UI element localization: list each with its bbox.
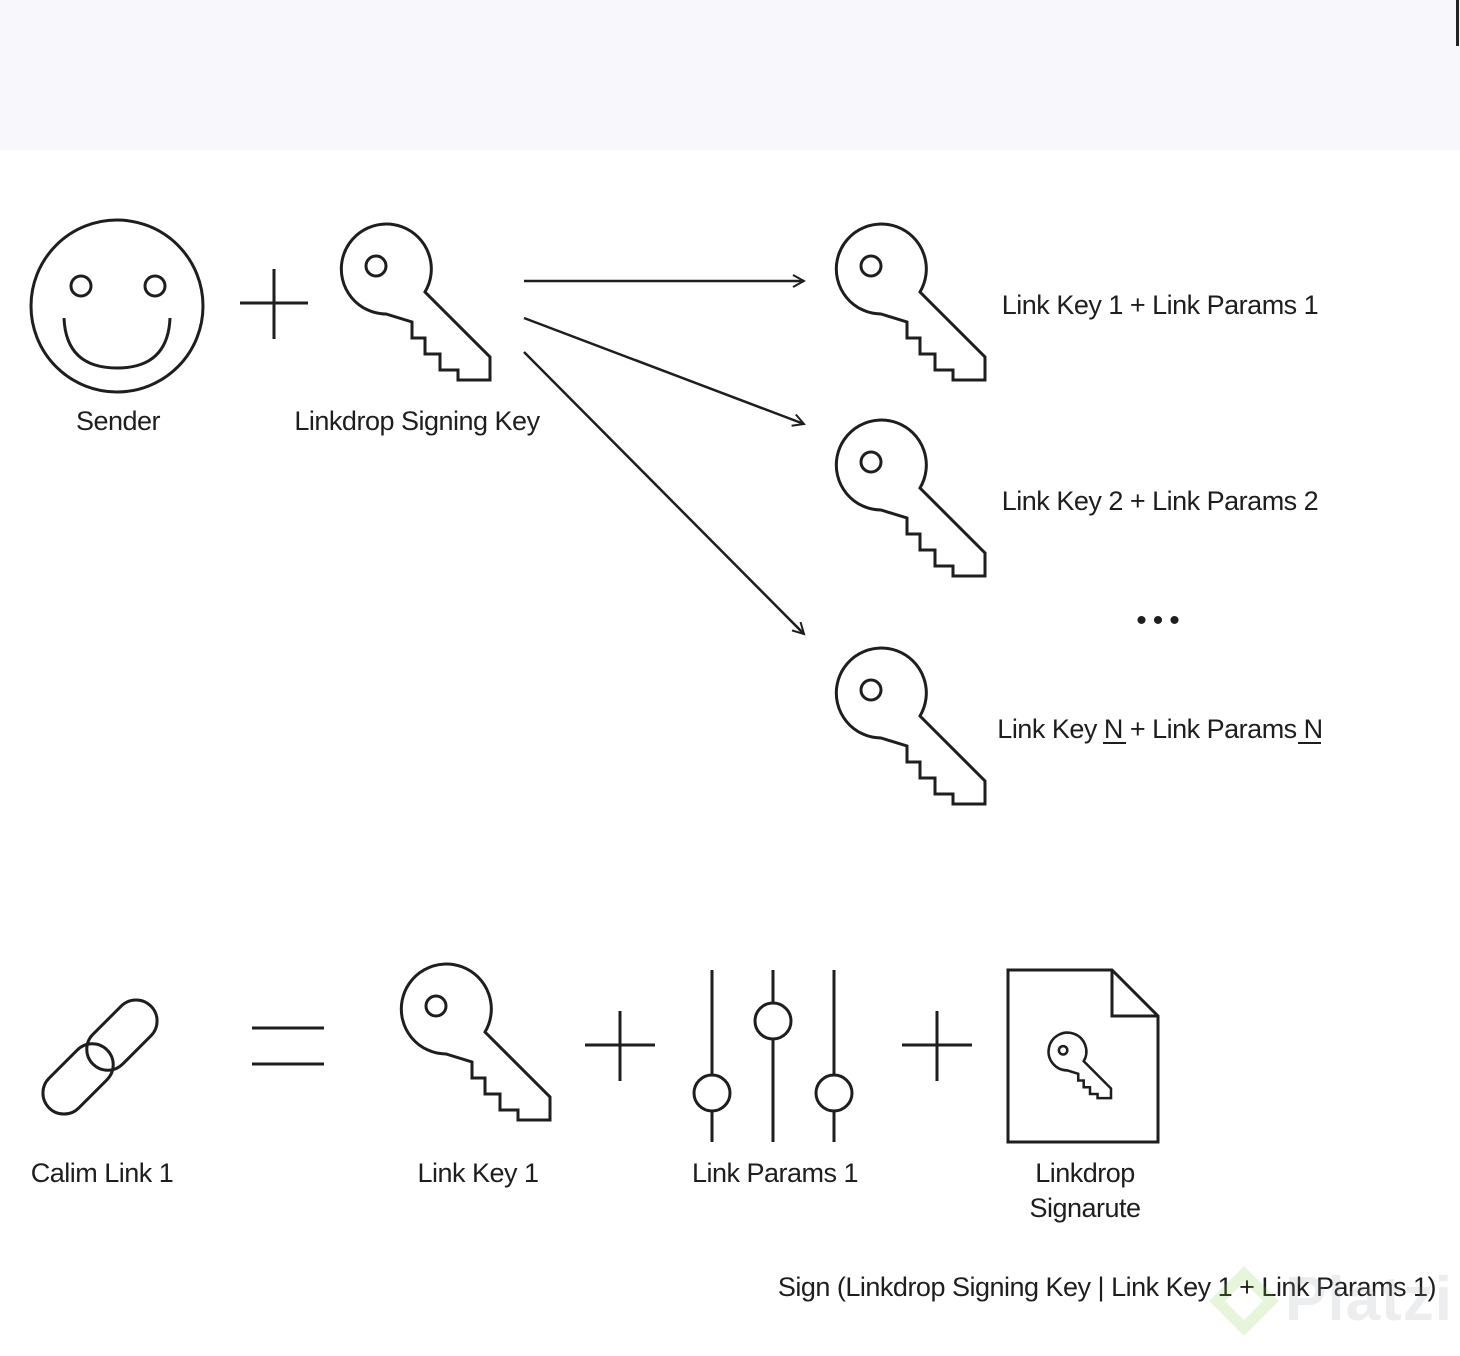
signing-key-icon bbox=[339, 222, 492, 382]
platzi-watermark: Platzi bbox=[1205, 1262, 1453, 1342]
arrow-2 bbox=[523, 316, 804, 424]
link-key-n-icon bbox=[834, 646, 987, 806]
link-key-1-icon bbox=[834, 222, 987, 382]
link-key-n-params-label: Link Key N + Link Params N bbox=[997, 714, 1322, 744]
signature-label-line2: Signarute bbox=[1029, 1193, 1140, 1223]
chain-link-icon bbox=[41, 998, 159, 1116]
link-key-2-params-label: Link Key 2 + Link Params 2 bbox=[1002, 486, 1318, 516]
top-band bbox=[0, 0, 1460, 150]
platzi-logo-icon bbox=[1209, 1266, 1279, 1336]
arrow-n bbox=[523, 351, 804, 634]
watermark-text: Platzi bbox=[1285, 1265, 1453, 1334]
signature-label-line1: Linkdrop bbox=[1035, 1158, 1135, 1188]
equals-icon bbox=[252, 1026, 324, 1066]
fan-out-arrows bbox=[523, 281, 804, 634]
smiley-icon bbox=[29, 218, 205, 394]
link-key-2-icon bbox=[834, 418, 987, 578]
link-key-icon bbox=[399, 962, 552, 1122]
ellipsis: ••• bbox=[1136, 604, 1186, 637]
link-key-1-label: Link Key 1 bbox=[417, 1158, 538, 1188]
sender-label: Sender bbox=[76, 406, 161, 436]
sliders-icon bbox=[692, 970, 854, 1142]
plus-icon bbox=[240, 269, 308, 339]
signing-key-label: Linkdrop Signing Key bbox=[294, 406, 540, 436]
edge-mark bbox=[1456, 0, 1459, 46]
link-params-1-label: Link Params 1 bbox=[692, 1158, 858, 1188]
sign-formula: Sign (Linkdrop Signing Key | Link Key 1 … bbox=[778, 1272, 1436, 1302]
plus-icon bbox=[902, 1011, 972, 1081]
plus-icon bbox=[585, 1011, 655, 1081]
signed-document-icon bbox=[1006, 968, 1160, 1144]
claim-link-label: Calim Link 1 bbox=[31, 1158, 174, 1188]
link-key-1-params-label: Link Key 1 + Link Params 1 bbox=[1002, 290, 1318, 320]
